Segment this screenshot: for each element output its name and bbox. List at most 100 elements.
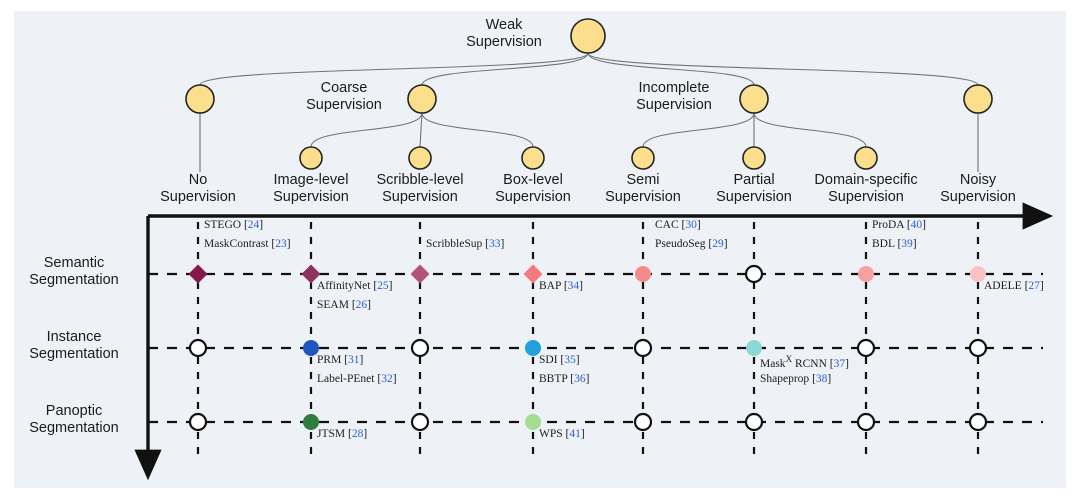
citation-ref[interactable]: 26 [355,299,368,311]
row-dashed-lines-group [148,272,1043,424]
axis-label-noisy: Noisy Supervision [940,172,1016,205]
citation-ref[interactable]: 23 [275,238,287,250]
marker-instance-scribble-level[interactable] [410,338,430,358]
marker-instance-box-level[interactable] [525,340,541,356]
citation-jtsm: JTSM [28] [317,428,368,440]
tree-label-weak-supervision: Weak Supervision [466,17,542,50]
citation-ref[interactable]: 27 [1028,280,1040,292]
citation-ref[interactable]: 34 [567,280,580,292]
marker-semantic-domain-specific[interactable] [858,266,874,282]
citation-ref[interactable]: 40 [910,219,923,231]
marker-panoptic-image-level[interactable] [303,414,319,430]
marker-panoptic-semi[interactable] [633,412,653,432]
marker-panoptic-box-level[interactable] [525,414,541,430]
axis-label-domain-specific: Domain-specific Supervision [814,172,918,205]
edge-incomplete-domain-specific [753,112,867,148]
citation-prm: PRM [31] [317,354,364,366]
tree-edges-group [199,52,979,172]
citation-ref[interactable]: 24 [247,219,260,231]
tree-node-incomplete[interactable] [739,84,769,114]
marker-instance-partial[interactable] [746,340,762,356]
citation-bap: BAP [34] [539,280,584,292]
row-label-instance: Instance Segmentation [29,329,119,362]
citation-ref[interactable]: 41 [569,428,581,440]
tree-nodes-group [185,18,993,170]
tree-node-no-supervision-stem[interactable] [185,84,215,114]
citation-sdi: SDI [35] [539,354,580,366]
citation-wps: WPS [41] [539,428,585,440]
edge-coarse-scribble-level [419,112,423,148]
citation-mask-x-rcnn: MaskX RCNN [37] [760,354,849,370]
marker-semantic-noisy[interactable] [970,266,986,282]
citation-superscript: X [785,354,793,364]
marker-semantic-no-supervision[interactable] [188,264,208,284]
citation-ref[interactable]: 33 [488,238,501,250]
axes-group [134,202,1054,481]
marker-semantic-box-level[interactable] [523,264,543,284]
citation-scribblesup: ScribbleSup [33] [426,238,505,250]
edge-root-no-supervision-stem [199,52,589,86]
marker-semantic-scribble-level[interactable] [410,264,430,284]
citation-ref[interactable]: 38 [815,373,828,385]
citation-proda: ProDA [40] [872,219,927,231]
axis-label-box-level: Box-level Supervision [495,172,571,205]
marker-semantic-partial[interactable] [744,264,764,284]
edge-root-coarse [421,52,589,86]
tree-node-weak-supervision[interactable] [570,18,606,54]
tree-node-scribble-level[interactable] [408,146,432,170]
citation-ref[interactable]: 28 [351,428,364,440]
citation-ref[interactable]: 37 [833,357,846,370]
citation-seam: SEAM [26] [317,299,372,311]
citation-affinitynet: AffinityNet [25] [317,280,393,292]
citation-shapeprop: Shapeprop [38] [760,373,832,385]
edge-coarse-box-level [421,112,534,148]
marker-panoptic-partial[interactable] [744,412,764,432]
citation-label-penet: Label-PEnet [32] [317,373,397,385]
marker-instance-no-supervision[interactable] [188,338,208,358]
marker-panoptic-noisy[interactable] [968,412,988,432]
tree-node-image-level[interactable] [299,146,323,170]
marker-instance-noisy[interactable] [968,338,988,358]
citation-maskcontrast: MaskContrast [23] [204,238,291,250]
marker-instance-semi[interactable] [633,338,653,358]
citation-ref[interactable]: 36 [574,373,586,385]
marker-panoptic-scribble-level[interactable] [410,412,430,432]
citation-ref[interactable]: 35 [564,354,576,366]
tree-node-partial[interactable] [742,146,766,170]
citation-ref[interactable]: 30 [685,219,697,231]
tree-node-semi[interactable] [631,146,655,170]
tree-label-incomplete: Incomplete Supervision [636,80,712,113]
marker-semantic-image-level[interactable] [301,264,321,284]
tree-label-coarse: Coarse Supervision [306,80,382,113]
citation-ref[interactable]: 39 [901,238,913,250]
axis-label-no-supervision: No Supervision [160,172,236,205]
marker-instance-image-level[interactable] [303,340,319,356]
edge-root-incomplete [587,52,755,86]
marker-panoptic-no-supervision[interactable] [188,412,208,432]
tree-node-domain-specific[interactable] [854,146,878,170]
citation-ref[interactable]: 31 [348,354,360,366]
citation-pseudoseg: PseudoSeg [29] [655,238,728,250]
citation-ref[interactable]: 29 [712,238,724,250]
citation-ref[interactable]: 25 [377,280,389,292]
tree-node-coarse[interactable] [407,84,437,114]
edge-root-noisy-supervision-stem [587,52,979,86]
marker-instance-domain-specific[interactable] [856,338,876,358]
marker-semantic-semi[interactable] [635,266,651,282]
markers-group [188,264,988,432]
tree-node-noisy-supervision-stem[interactable] [963,84,993,114]
citation-adele: ADELE [27] [984,280,1044,292]
tree-node-box-level[interactable] [521,146,545,170]
citation-bdl: BDL [39] [872,238,917,250]
citation-bbtp: BBTP [36] [539,373,590,385]
edge-incomplete-semi [642,112,755,148]
row-label-panoptic: Panoptic Segmentation [29,403,119,436]
citation-ref[interactable]: 32 [381,373,393,385]
axis-label-image-level: Image-level Supervision [273,172,349,205]
row-label-semantic: Semantic Segmentation [29,255,119,288]
marker-panoptic-domain-specific[interactable] [856,412,876,432]
edge-coarse-image-level [310,112,423,148]
axis-label-scribble-level: Scribble-level Supervision [376,172,464,205]
